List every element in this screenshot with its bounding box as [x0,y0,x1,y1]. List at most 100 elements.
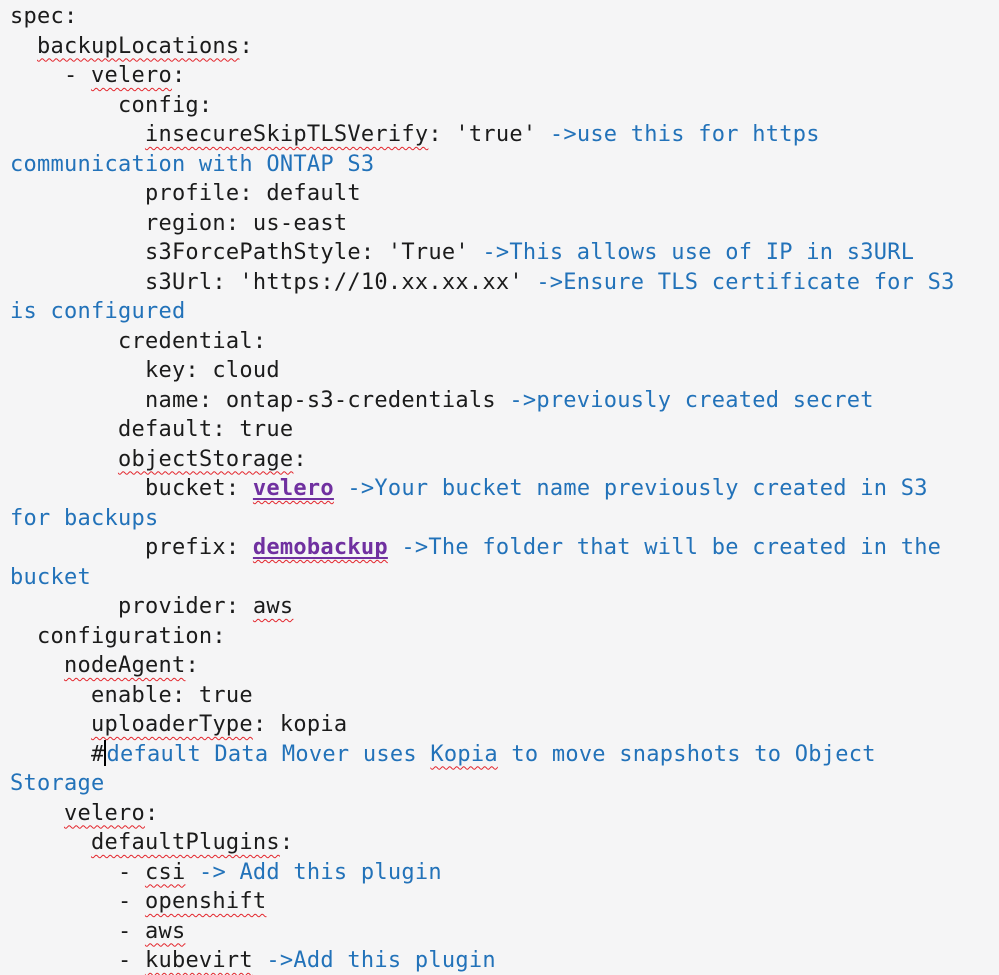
code-text [10,122,145,147]
code-line: uploaderType: kopia [10,710,999,740]
code-text: backupLocations [37,33,240,59]
code-line: - velero: [10,61,999,91]
code-text: s3Url: 'https://10.xx.xx.xx' [10,269,537,295]
code-line: profile: default [10,179,999,209]
code-text: provider: [10,594,253,619]
code-line: bucket [10,563,999,593]
code-text: kubevirt [144,948,253,973]
code-text: - [10,889,145,914]
code-text [253,948,267,973]
code-text: config: [10,92,213,118]
code-text: uploaderType [90,712,253,737]
code-text: insecureSkipTLSVerify [144,122,429,147]
code-text: profile: default [10,181,361,206]
code-text: : [293,446,307,472]
code-text: : [239,33,253,59]
code-line: is configured [10,297,999,327]
code-line: backupLocations: [10,32,999,62]
code-line: velero: [10,799,999,829]
code-line: - csi -> Add this plugin [10,858,999,888]
code-text: credential: [10,328,267,354]
code-text: : [171,63,186,88]
code-text [10,447,118,472]
code-text [10,801,64,826]
comment-text: for backups [10,505,159,531]
code-line: Storage [10,769,999,799]
code-line: s3ForcePathStyle: 'True' ->This allows u… [10,238,999,268]
hyperlink-value[interactable]: velero [252,476,334,501]
code-text: - [10,918,145,944]
code-line: prefix: demobackup ->The folder that wil… [10,533,999,563]
code-text [10,653,64,678]
code-text: - [10,63,91,88]
code-line: - kubevirt ->Add this plugin [10,946,999,975]
code-line: communication with ONTAP S3 [10,150,999,180]
comment-text: ->use this for https [549,122,820,147]
comment-text: Kopia [430,741,498,767]
comment-text: -> Add this plugin [198,859,442,885]
comment-text: ->Your bucket name previously created in… [347,476,928,501]
code-line: configuration: [10,622,999,652]
code-line: #default Data Mover uses Kopia to move s… [10,739,999,770]
comment-text: ->Ensure TLS certificate for S3 [536,269,955,295]
comment-text: ->Add this plugin [266,948,496,973]
code-text: enable: true [10,682,253,708]
code-text: : 'true' [428,122,550,147]
code-text: key: cloud [10,358,280,383]
code-line: enable: true [10,681,999,711]
text-cursor-caret [104,739,107,766]
code-line: name: ontap-s3-credentials ->previously … [10,386,999,416]
code-line: insecureSkipTLSVerify: 'true' ->use this… [10,120,999,150]
code-line: objectStorage: [10,445,999,475]
code-line: key: cloud [10,356,999,386]
code-line: s3Url: 'https://10.xx.xx.xx' ->Ensure TL… [10,268,999,298]
code-text: # [10,741,105,767]
code-text: velero [63,800,145,826]
code-text: : [185,653,199,678]
code-text: - [10,948,145,973]
code-text: : [144,800,159,826]
code-text [10,712,91,737]
code-text: csi [144,859,186,885]
code-text: name: ontap-s3-credentials [10,387,510,413]
code-text: aws [252,594,294,619]
code-text: prefix: [10,535,253,560]
comment-text: ->The folder that will be created in the [401,535,942,560]
code-line: for backups [10,504,999,534]
code-text: spec: [10,4,78,29]
code-text: velero [90,63,172,88]
comment-text: ->previously created secret [509,387,874,413]
comment-text: is configured [10,299,186,324]
code-line: provider: aws [10,592,999,622]
code-text: s3ForcePathStyle: 'True' [10,240,483,265]
code-text: : [279,830,294,855]
code-line: - openshift [10,887,999,917]
code-text: default: true [10,417,294,442]
code-text: objectStorage [117,446,294,472]
code-line: default: true [10,415,999,445]
code-line: region: us-east [10,209,999,239]
code-text [10,830,91,855]
code-line: defaultPlugins: [10,828,999,858]
code-text [334,476,348,501]
code-line: spec: [10,2,999,32]
code-line: - aws [10,917,999,947]
code-line: credential: [10,327,999,357]
code-text: - [10,859,145,885]
code-text [388,535,402,560]
code-text: : kopia [252,712,348,737]
comment-text: Storage [10,771,105,796]
code-text: defaultPlugins [90,830,280,855]
code-text: region: us-east [10,210,348,236]
comment-text: communication with ONTAP S3 [10,151,375,177]
hyperlink-value[interactable]: demobackup [252,535,388,560]
code-text [185,860,199,885]
code-line: bucket: velero ->Your bucket name previo… [10,474,999,504]
comment-text: ->This allows use of IP in s3URL [482,240,915,265]
code-text: configuration: [10,623,226,649]
comment-text: default Data Mover uses [106,741,431,767]
code-text: nodeAgent [63,653,186,678]
code-text [10,34,37,59]
code-text: bucket: [10,476,253,501]
